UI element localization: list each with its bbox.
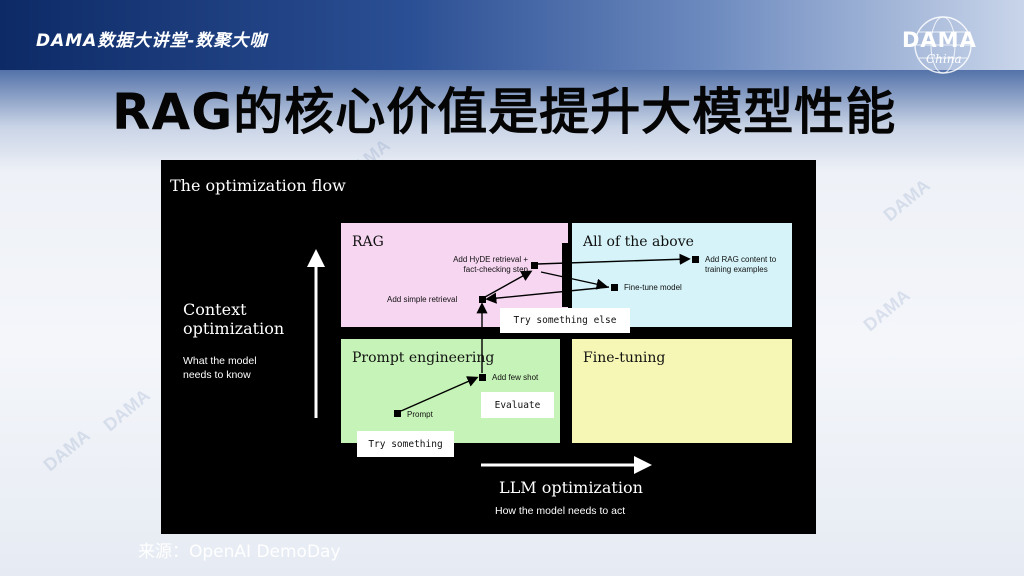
- y-axis-title: Context optimization: [183, 300, 284, 338]
- step-rag-content-line1: Add RAG content to: [705, 255, 777, 264]
- slide-title: RAG的核心价值是提升大模型性能: [112, 83, 897, 141]
- quadrant-prompt-label: Prompt engineering: [352, 350, 495, 366]
- watermark: DAMA: [39, 425, 94, 476]
- quadrant-fine-label: Fine-tuning: [583, 350, 666, 366]
- diagram-title: The optimization flow: [170, 176, 346, 195]
- quadrant-all-label: All of the above: [583, 234, 694, 250]
- quadrant-rag-label: RAG: [352, 234, 384, 250]
- step-hyde-line2: fact-checking step: [463, 265, 528, 274]
- series-name: DAMA数据大讲堂-数聚大咖: [36, 31, 268, 51]
- arrow-prompt-to-few-shot: [400, 376, 479, 412]
- arrow-fine-tune-to-retrieval: [485, 286, 610, 304]
- watermark: DAMA: [859, 285, 914, 336]
- tag-try-something-else: Try something else: [500, 308, 630, 333]
- node-rag-content: [692, 256, 699, 263]
- quadrant-prompt-engineering: Prompt engineering: [341, 339, 560, 443]
- node-hyde: [531, 262, 538, 269]
- flow-arrows: [307, 249, 691, 474]
- dama-logo: DAMA China: [898, 14, 988, 76]
- y-axis-title-line2: optimization: [183, 319, 285, 338]
- logo-word: DAMA: [902, 28, 977, 52]
- globe-icon: [914, 16, 972, 74]
- y-axis-sub-line2: needs to know: [183, 369, 251, 381]
- node-fine-tune: [611, 284, 618, 291]
- watermark: DAMA: [99, 385, 154, 436]
- quadrant-fine-tuning: Fine-tuning: [572, 339, 792, 443]
- header-band: [0, 0, 1024, 70]
- logo-sub: China: [926, 52, 962, 66]
- source-caption: 来源：OpenAI DemoDay: [138, 542, 341, 562]
- step-fine-tune: Fine-tune model: [624, 283, 682, 292]
- step-rag-content: Add RAG content to training examples: [705, 255, 776, 275]
- node-few-shot: [479, 374, 486, 381]
- step-prompt: Prompt: [407, 410, 433, 419]
- node-simple-retrieval: [479, 296, 486, 303]
- tag-try-something: Try something: [357, 431, 454, 457]
- diagram-panel: The optimization flow RAG All of the abo…: [161, 160, 816, 534]
- watermark: DAMA: [879, 175, 934, 226]
- arrow-hyde-to-rag-content: [536, 253, 691, 265]
- y-axis-title-line1: Context: [183, 300, 247, 319]
- node-prompt: [394, 410, 401, 417]
- step-few-shot: Add few shot: [492, 373, 539, 382]
- x-axis-subtitle: How the model needs to act: [495, 505, 626, 517]
- tag-evaluate: Evaluate: [481, 392, 554, 418]
- step-hyde: Add HyDE retrieval + fact-checking step: [438, 255, 528, 275]
- arrow-hyde-to-fine-tune: [540, 271, 608, 290]
- step-hyde-line1: Add HyDE retrieval +: [453, 255, 528, 264]
- quadrant-divider: [562, 243, 570, 307]
- y-axis-subtitle: What the model needs to know: [183, 354, 257, 382]
- x-axis-title: LLM optimization: [499, 478, 643, 497]
- step-rag-content-line2: training examples: [705, 265, 768, 274]
- y-axis-sub-line1: What the model: [183, 355, 257, 367]
- step-simple-retrieval: Add simple retrieval: [387, 295, 458, 304]
- arrow-retrieval-to-hyde: [484, 270, 533, 298]
